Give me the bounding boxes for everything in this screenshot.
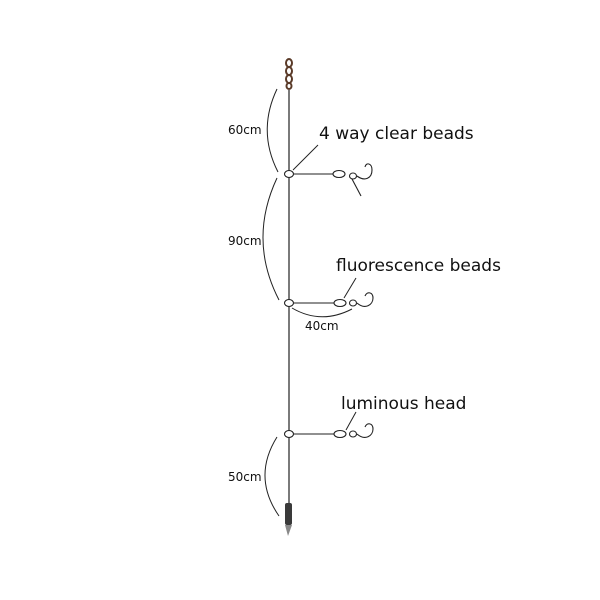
dimension-label-middle: 90cm bbox=[228, 234, 262, 248]
leader-clear-beads bbox=[292, 144, 319, 171]
dimension-arc-branch bbox=[291, 307, 353, 318]
swivel-icon bbox=[285, 58, 293, 90]
label-luminous-head: luminous head bbox=[341, 394, 467, 414]
label-fluorescence-beads: fluorescence beads bbox=[336, 256, 501, 276]
label-clear-beads: 4 way clear beads bbox=[319, 124, 474, 144]
junction-bead-top bbox=[283, 169, 295, 179]
dimension-arc-middle bbox=[262, 177, 280, 301]
dimension-arc-top bbox=[266, 88, 279, 173]
dimension-label-branch: 40cm bbox=[305, 319, 339, 333]
leader-fluorescence-beads bbox=[343, 277, 357, 299]
junction-bead-middle bbox=[283, 298, 295, 308]
sinker-icon bbox=[285, 503, 292, 536]
leader-luminous-head bbox=[345, 411, 357, 431]
branch-bottom bbox=[289, 423, 374, 439]
branch-middle bbox=[289, 292, 374, 308]
dimension-label-bottom: 50cm bbox=[228, 470, 262, 484]
branch-top bbox=[289, 163, 373, 197]
dimension-label-top: 60cm bbox=[228, 123, 262, 137]
dimension-arc-bottom bbox=[264, 436, 280, 517]
junction-bead-bottom bbox=[283, 429, 295, 439]
